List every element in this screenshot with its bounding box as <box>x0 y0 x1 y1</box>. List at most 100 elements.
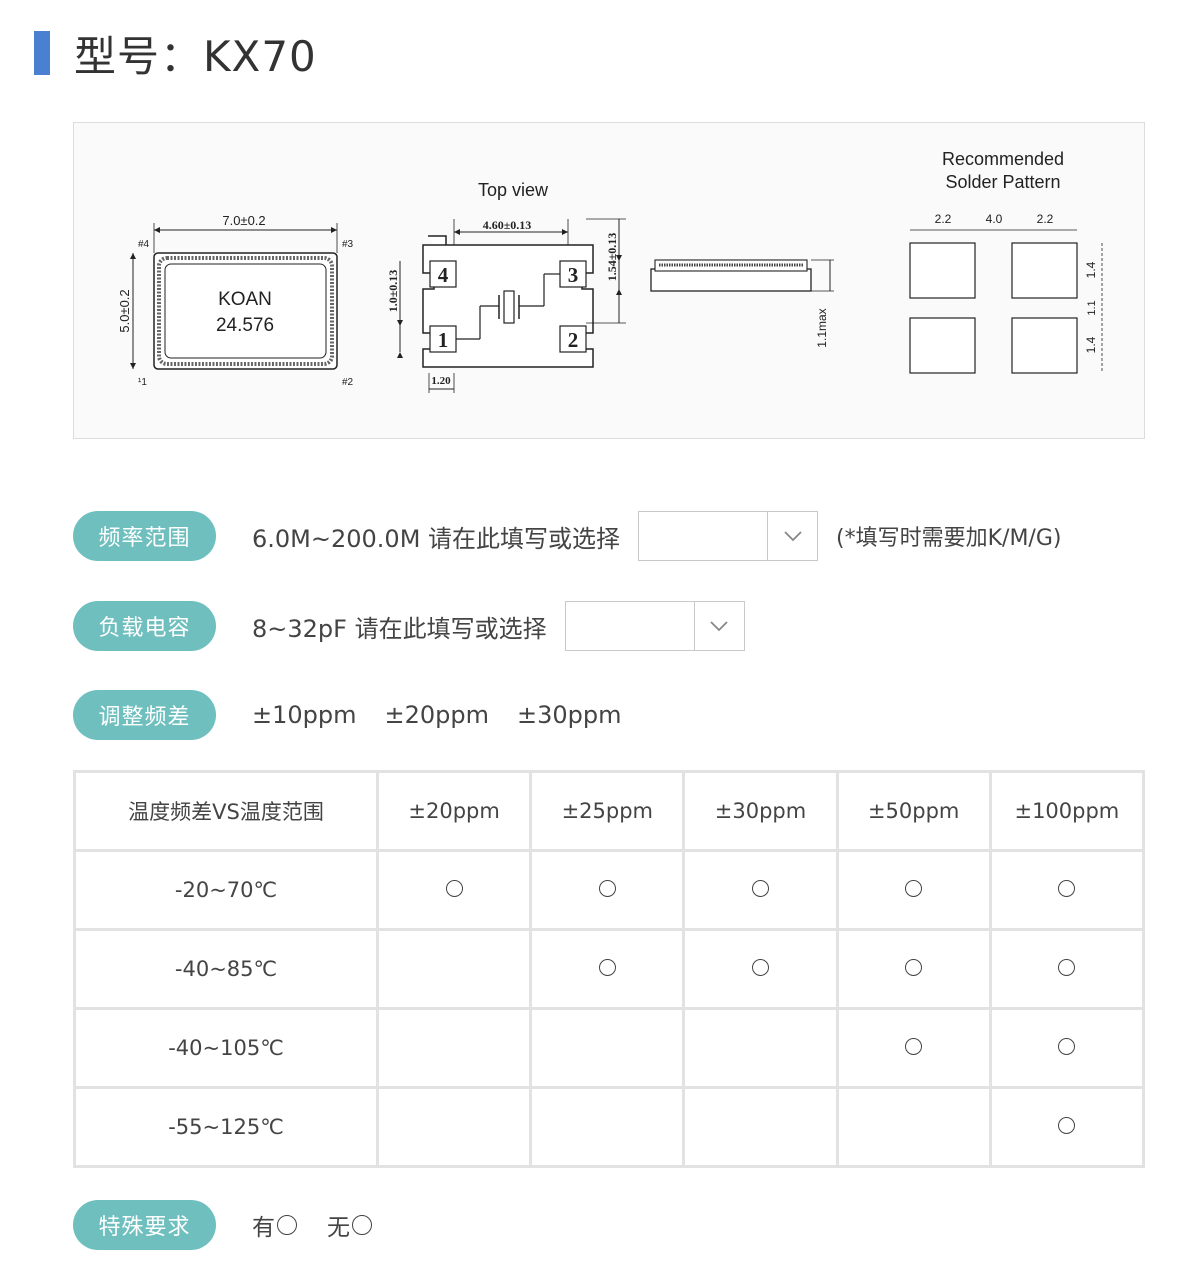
option-cell[interactable] <box>835 928 992 1010</box>
solder-width-2: 2.2 <box>1037 212 1054 226</box>
frequency-note: (*填写时需要加K/M/G) <box>836 526 1062 551</box>
available-circle-icon[interactable] <box>598 959 616 976</box>
option-cell[interactable] <box>682 1007 839 1089</box>
pad-2-label: 2 <box>568 328 579 352</box>
marking-brand: KOAN <box>218 289 272 310</box>
option-cell[interactable] <box>375 1007 533 1089</box>
option-cell[interactable] <box>835 849 992 931</box>
frequency-label-pill: 频率范围 <box>73 511 216 561</box>
option-cell[interactable] <box>529 1086 686 1168</box>
option-cell[interactable] <box>529 928 686 1010</box>
temperature-range-cell: -40~85℃ <box>73 928 379 1010</box>
table-row: -40~105℃ <box>73 1007 1146 1089</box>
frequency-select-value[interactable] <box>639 512 767 560</box>
solder-pattern: Recommended Solder Pattern 2.2 4.0 2.2 1… <box>909 149 1103 374</box>
side-height-dim: 1.1max <box>815 308 829 347</box>
solder-height-2: 1.4 <box>1084 336 1098 353</box>
pin-3-mark: #3 <box>342 239 354 250</box>
option-cell[interactable] <box>529 849 686 931</box>
pin-2-mark: #2 <box>342 377 354 388</box>
marking-frequency: 24.576 <box>216 315 274 336</box>
chevron-down-icon[interactable] <box>693 602 744 650</box>
top-view: Top view 4.60±0.13 4 3 1 2 <box>386 180 626 393</box>
radio-circle-icon[interactable] <box>352 1215 372 1235</box>
page-title-row: 型号：KX70 <box>34 28 317 81</box>
pkg-height-dim: 5.0±0.2 <box>117 289 132 332</box>
load-label-pill: 负载电容 <box>73 601 216 651</box>
top-height-dim: 1.54±0.13 <box>605 233 619 282</box>
available-circle-icon[interactable] <box>445 880 463 897</box>
pad-4-label: 4 <box>438 263 449 287</box>
solder-width-1: 2.2 <box>935 212 952 226</box>
option-cell[interactable] <box>835 1007 992 1089</box>
top-view-label: Top view <box>478 180 549 200</box>
available-circle-icon[interactable] <box>905 1038 923 1055</box>
radio-circle-icon[interactable] <box>277 1215 297 1235</box>
special-yes-label: 有 <box>252 1215 275 1241</box>
table-header-cell: ±50ppm <box>835 770 992 852</box>
option-cell[interactable] <box>375 1086 533 1168</box>
available-circle-icon[interactable] <box>905 959 923 976</box>
available-circle-icon[interactable] <box>1058 880 1076 897</box>
top-pin-dim: 1.20 <box>431 375 451 387</box>
available-circle-icon[interactable] <box>751 959 769 976</box>
load-select[interactable] <box>564 601 745 651</box>
table-header-cell: ±25ppm <box>529 770 686 852</box>
package-outline-view: 7.0±0.2 5.0±0.2 KOAN 24.576 #4 #3 ¹1 #2 <box>117 213 354 388</box>
special-yes-option[interactable]: 有 <box>252 1208 297 1242</box>
option-cell[interactable] <box>682 928 839 1010</box>
option-cell[interactable] <box>988 928 1146 1010</box>
temperature-range-cell: -55~125℃ <box>73 1086 379 1168</box>
special-row: 特殊要求 有 无 <box>73 1200 402 1250</box>
frequency-row: 频率范围 6.0M~200.0M 请在此填写或选择 (*填写时需要加K/M/G) <box>73 511 1061 561</box>
option-cell[interactable] <box>988 1007 1146 1089</box>
package-diagram: 7.0±0.2 5.0±0.2 KOAN 24.576 #4 #3 ¹1 #2 … <box>73 122 1145 439</box>
page-title: 型号：KX70 <box>74 31 317 81</box>
option-cell[interactable] <box>375 928 533 1010</box>
top-width-dim: 4.60±0.13 <box>483 218 532 232</box>
option-cell[interactable] <box>529 1007 686 1089</box>
adjust-row: 调整频差 ±10ppm ±20ppm ±30ppm <box>73 690 650 740</box>
package-drawing: 7.0±0.2 5.0±0.2 KOAN 24.576 #4 #3 ¹1 #2 … <box>117 149 1103 393</box>
option-cell[interactable] <box>682 849 839 931</box>
table-header-cell: ±100ppm <box>988 770 1146 852</box>
available-circle-icon[interactable] <box>1058 959 1076 976</box>
load-select-value[interactable] <box>566 602 694 650</box>
table-header-cell: ±30ppm <box>682 770 839 852</box>
table-header-cell: 温度频差VS温度范围 <box>73 770 379 852</box>
solder-height-1: 1.4 <box>1084 261 1098 278</box>
special-no-option[interactable]: 无 <box>327 1208 372 1242</box>
table-header-row: 温度频差VS温度范围 ±20ppm ±25ppm ±30ppm ±50ppm ±… <box>73 770 1146 852</box>
table-row: -20~70℃ <box>73 849 1146 931</box>
temperature-tolerance-table: 温度频差VS温度范围 ±20ppm ±25ppm ±30ppm ±50ppm ±… <box>73 770 1146 1168</box>
frequency-hint: 6.0M~200.0M 请在此填写或选择 <box>252 524 621 553</box>
special-no-label: 无 <box>327 1215 350 1241</box>
pin-4-mark: #4 <box>138 239 150 250</box>
option-cell[interactable] <box>988 849 1146 931</box>
solder-gap-vertical: 1.1 <box>1086 300 1098 315</box>
solder-label-line-2: Solder Pattern <box>945 172 1060 192</box>
temperature-range-cell: -20~70℃ <box>73 849 379 931</box>
available-circle-icon[interactable] <box>905 880 923 897</box>
option-cell[interactable] <box>682 1086 839 1168</box>
adjust-options: ±10ppm ±20ppm ±30ppm <box>252 701 650 729</box>
adjust-option[interactable]: ±30ppm <box>517 701 622 729</box>
pin-1-mark: ¹1 <box>138 377 147 388</box>
frequency-select[interactable] <box>638 511 819 561</box>
solder-gap: 4.0 <box>986 212 1003 226</box>
title-accent-bar <box>34 31 50 75</box>
load-hint: 8~32pF 请在此填写或选择 <box>252 614 547 643</box>
available-circle-icon[interactable] <box>751 880 769 897</box>
option-cell[interactable] <box>988 1086 1146 1168</box>
chevron-down-icon[interactable] <box>767 512 817 560</box>
option-cell[interactable] <box>375 849 533 931</box>
adjust-option[interactable]: ±10ppm <box>252 701 357 729</box>
adjust-option[interactable]: ±20ppm <box>384 701 490 729</box>
pad-1-label: 1 <box>438 328 449 352</box>
pkg-width-dim: 7.0±0.2 <box>222 213 265 228</box>
table-row: -40~85℃ <box>73 928 1146 1010</box>
option-cell[interactable] <box>835 1086 992 1168</box>
available-circle-icon[interactable] <box>598 880 616 897</box>
available-circle-icon[interactable] <box>1058 1038 1076 1055</box>
available-circle-icon[interactable] <box>1058 1117 1076 1134</box>
